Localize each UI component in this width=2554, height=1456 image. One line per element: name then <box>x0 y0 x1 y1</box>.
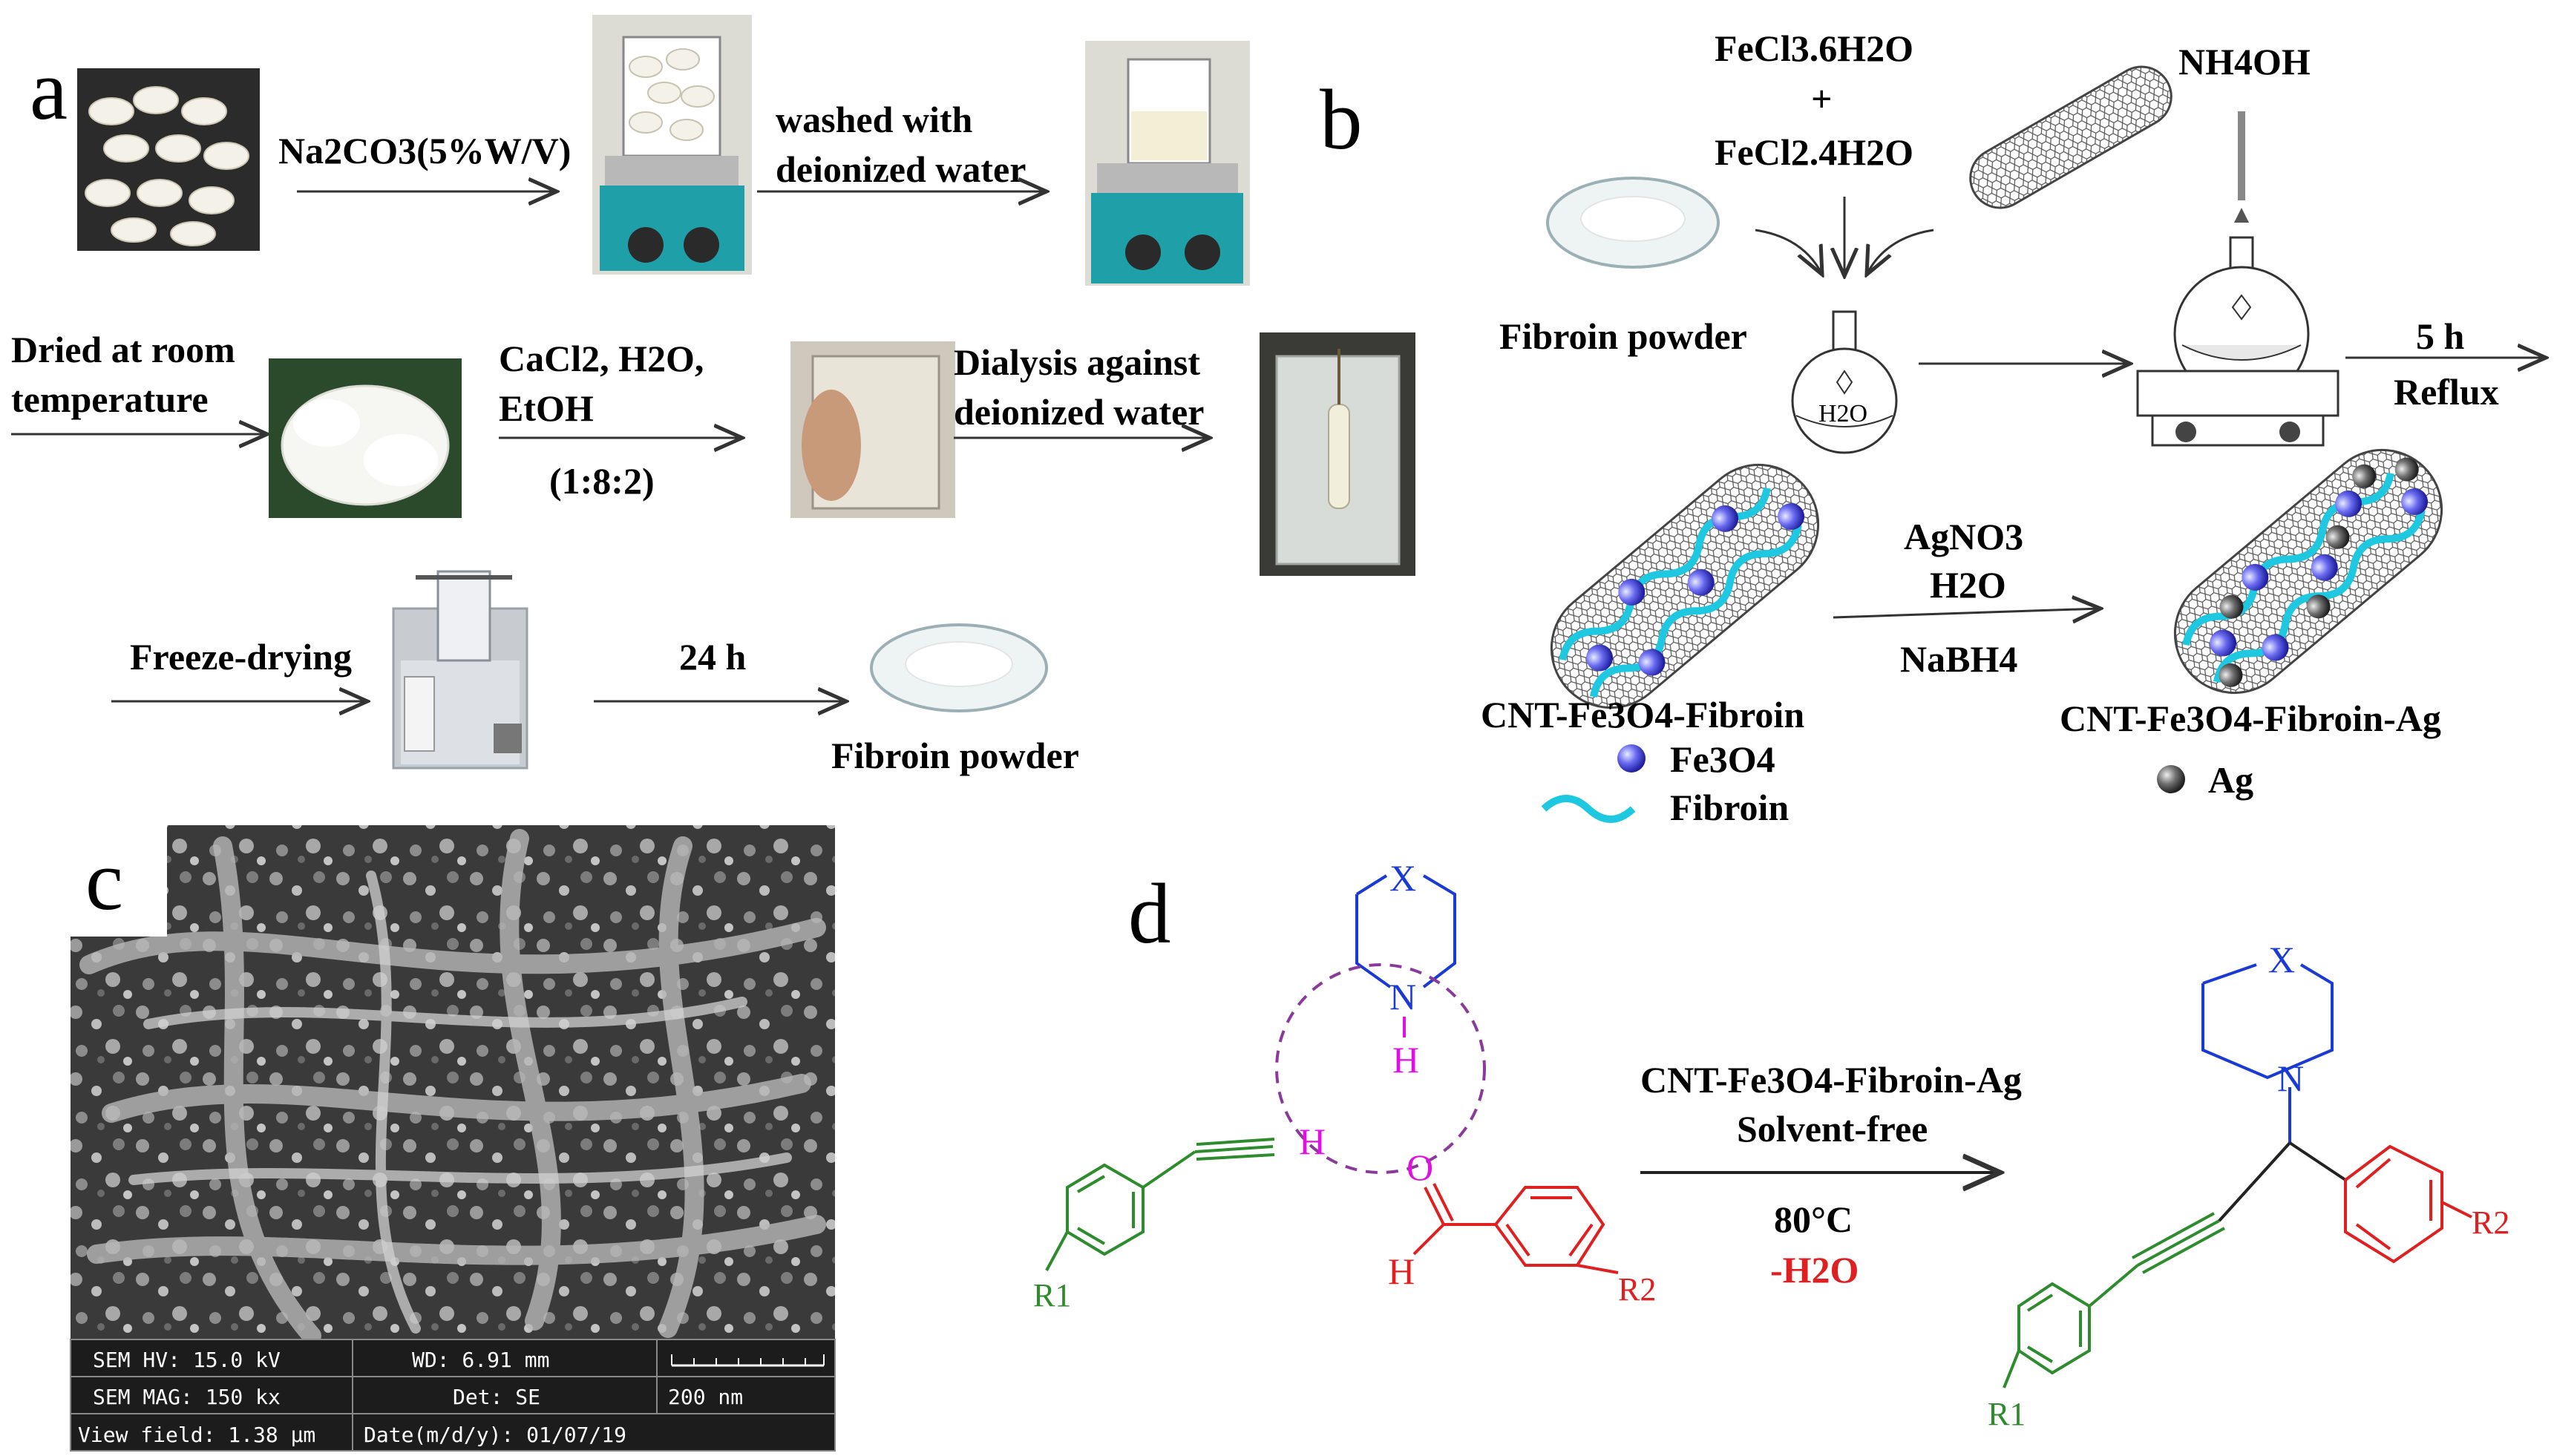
panel-b: b FeCl3.6H2O + FeCl2.4H2O NH4OH Fibroin … <box>1320 27 2546 828</box>
reflux-condition: Reflux <box>2394 371 2499 413</box>
sem-mag: SEM MAG: 150 kx <box>93 1385 281 1409</box>
cocoons-photo <box>77 68 260 251</box>
dialysis-line-1: Dialysis against <box>954 341 1200 383</box>
panel-d-letter: d <box>1128 867 1171 961</box>
condition-byproduct: -H2O <box>1770 1249 1859 1291</box>
condition-temperature: 80°C <box>1774 1198 1853 1240</box>
fibroin-powder-dish-b <box>1546 177 1720 269</box>
carbon-nanotube <box>1969 65 2172 209</box>
reaction-center-circle <box>1275 963 1486 1174</box>
reflux-time: 5 h <box>2416 315 2465 357</box>
reagent-h2o: H2O <box>1930 564 2006 606</box>
condition-solvent: Solvent-free <box>1737 1108 1928 1150</box>
reflux-setup <box>2136 111 2339 447</box>
benzaldehyde-reactant <box>1412 1183 1619 1274</box>
amine-ring-reactant <box>1355 874 1456 988</box>
panel-c-letter: c <box>85 833 123 928</box>
dried-fibroin-photo <box>269 358 462 518</box>
reagent-fecl2: FeCl2.4H2O <box>1715 131 1913 173</box>
amine-n-atom: N <box>1389 976 1416 1017</box>
sem-scale: 200 nm <box>668 1385 743 1409</box>
freeze-time: 24 h <box>679 636 747 678</box>
freeze-drying: Freeze-drying <box>130 636 352 678</box>
product-x-atom: X <box>2268 939 2295 980</box>
solvent-line-1: CaCl2, H2O, <box>499 338 704 379</box>
phenylacetylene-reactant <box>1045 1138 1275 1271</box>
legend-ag-marker <box>2157 765 2185 793</box>
condition-catalyst: CNT-Fe3O4-Fibroin-Ag <box>1640 1059 2022 1101</box>
aldehyde-h-atom: H <box>1388 1250 1415 1292</box>
reagent-nabh4: NaBH4 <box>1900 638 2017 680</box>
panel-d: d X N H H R1 <box>1033 857 2509 1432</box>
panel-c: c SEM HV: 15.0 kV WD: 6.91 mm SEM MAG: 1… <box>70 825 836 1452</box>
aldehyde-o-atom: O <box>1407 1147 1433 1188</box>
solvent-line-2: EtOH <box>499 387 594 429</box>
stirrer-photo-2 <box>1085 41 1250 286</box>
flask-label-h2o: H2O <box>1818 400 1867 427</box>
legend-fe3o4-label: Fe3O4 <box>1670 738 1775 780</box>
sem-hv: SEM HV: 15.0 kV <box>93 1348 281 1372</box>
product-r2: R2 <box>2472 1204 2509 1241</box>
cnt-fe3o4-fibroin-ag-drawing <box>2173 448 2443 695</box>
solution-photo <box>790 341 955 518</box>
legend-fibroin-marker <box>1541 795 1636 823</box>
sem-wd: WD: 6.91 mm <box>412 1348 549 1372</box>
sem-info-bar: SEM HV: 15.0 kV WD: 6.91 mm SEM MAG: 150… <box>70 1339 836 1452</box>
panel-b-letter: b <box>1320 73 1363 167</box>
dried-line-1: Dried at room <box>11 329 235 370</box>
dialysis-photo <box>1260 332 1415 576</box>
panel-a: a Na2CO3(5%W/V) <box>11 15 1415 776</box>
reagent-agno3: AgNO3 <box>1904 516 2023 557</box>
round-bottom-flask <box>1791 310 1898 454</box>
dialysis-line-2: deionized water <box>954 391 1204 433</box>
legend-ag-label: Ag <box>2208 759 2253 801</box>
sem-det: Det: SE <box>453 1385 540 1409</box>
fibroin-powder-label-a: Fibroin powder <box>831 735 1079 776</box>
freeze-dryer-photo <box>392 570 528 770</box>
product-cnt-fe3o4-fibroin-ag: CNT-Fe3O4-Fibroin-Ag <box>2060 698 2441 739</box>
sem-view-field: View field: 1.38 μm <box>78 1423 315 1447</box>
solvent-ratio: (1:8:2) <box>549 460 655 502</box>
legend-fe3o4-marker <box>1617 744 1646 773</box>
panel-a-letter: a <box>30 43 68 137</box>
reagent-fecl3: FeCl3.6H2O <box>1715 27 1913 69</box>
reagent-na2co3: Na2CO3(5%W/V) <box>278 130 571 171</box>
alkyne-h-atom: H <box>1299 1121 1326 1162</box>
reagent-plus: + <box>1811 78 1833 119</box>
amine-h-atom: H <box>1392 1039 1419 1080</box>
reactant-r1: R1 <box>1033 1277 1071 1314</box>
propargylamine-product: X N R1 R2 <box>1988 939 2509 1432</box>
base-nh4oh: NH4OH <box>2178 41 2311 82</box>
reactant-r2: R2 <box>1618 1271 1656 1308</box>
product-cnt-fe3o4-fibroin: CNT-Fe3O4-Fibroin <box>1481 694 1804 735</box>
stirrer-photo-1 <box>592 15 752 275</box>
legend-fibroin-label: Fibroin <box>1670 787 1789 828</box>
fibroin-powder-dish-a <box>870 623 1048 712</box>
product-r1: R1 <box>1988 1396 2026 1432</box>
cnt-fe3o4-fibroin-drawing <box>1550 463 1820 709</box>
fibroin-powder-label-b: Fibroin powder <box>1499 315 1747 357</box>
sem-date: Date(m/d/y): 01/07/19 <box>364 1423 626 1447</box>
wash-line-1: washed with <box>776 99 973 140</box>
product-n-atom: N <box>2277 1057 2304 1099</box>
wash-line-2: deionized water <box>776 148 1026 190</box>
amine-x-atom: X <box>1389 857 1416 899</box>
dried-line-2: temperature <box>11 378 209 420</box>
